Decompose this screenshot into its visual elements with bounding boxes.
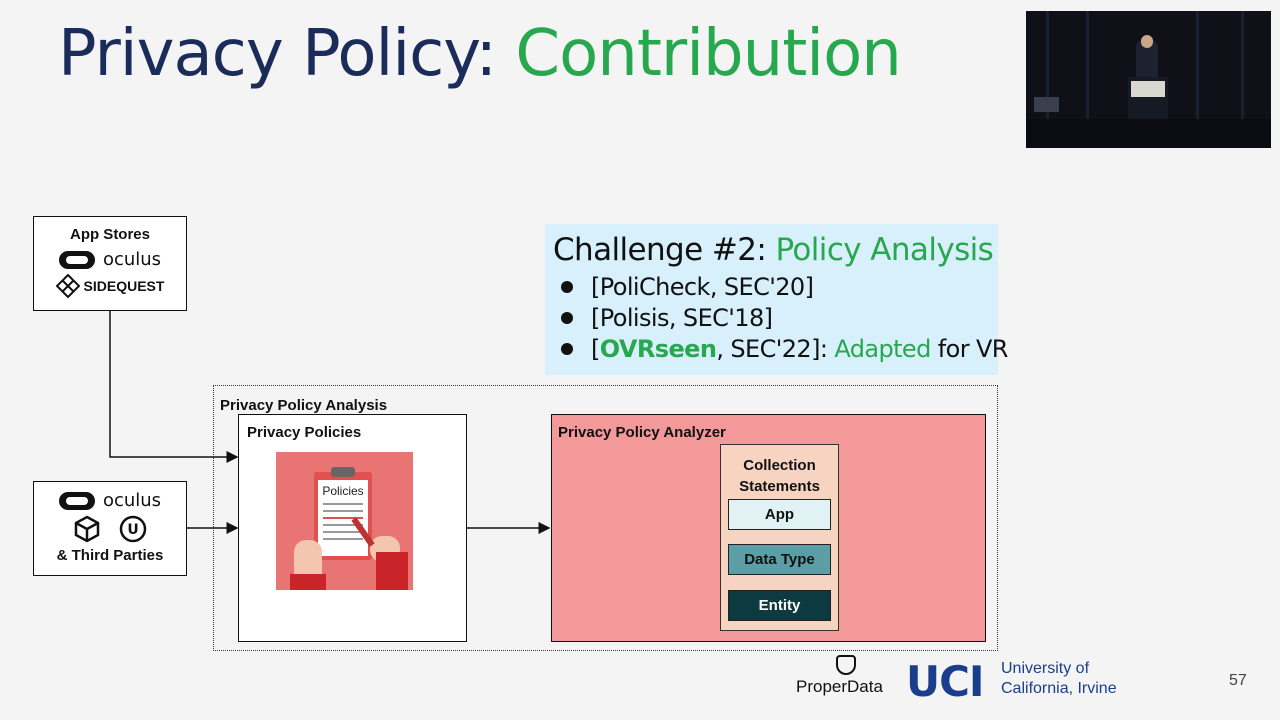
challenge-heading: Challenge #2: Policy Analysis [553,232,994,268]
list-item: [Polisis, SEC'18] [553,303,990,334]
privacy-policies-label: Privacy Policies [247,424,362,441]
curtain-fold [1241,11,1244,148]
challenge-callout: Challenge #2: Policy Analysis [PoliCheck… [545,224,1008,375]
presenter-figure [1136,39,1158,79]
collection-label: Collection Statements [739,457,820,495]
uci-logo: UCI [906,657,985,706]
adapted-text: Adapted [834,335,931,363]
chip-data-type: Data Type [728,544,831,575]
bullet-icon [561,311,573,324]
oculus-text: oculus [102,249,162,270]
page-number: 57 [1229,672,1247,689]
related-work-list: [PoliCheck, SEC'20] [Polisis, SEC'18] [O… [553,272,1008,365]
oculus-icon [58,250,95,269]
app-stores-box: App Stores oculus SIDEQUEST [33,216,187,311]
laptop [1034,97,1059,112]
third-parties-label: & Third Parties [56,547,164,564]
sidequest-text: SIDEQUEST [83,278,165,294]
left-sleeve [290,574,326,590]
ovrseen-name: OVRseen [599,335,717,363]
presenter-video[interactable] [1026,11,1271,148]
title-main: Privacy Policy: [58,17,516,91]
policies-doc-label: Policies [322,484,364,498]
university-name: University of California, Irvine [1001,659,1117,699]
right-sleeve [376,552,408,590]
left-hand [294,540,322,580]
challenge-accent: Policy Analysis [775,232,994,268]
properdata-logo: ProperData [796,677,883,696]
bullet-icon [561,342,573,355]
presenter-head [1141,35,1153,48]
oculus-logo: oculus [34,249,186,270]
svg-text:U: U [127,522,138,538]
university-line-1: University of [1001,660,1090,677]
policy-document: Policies [318,480,368,556]
properdata-shield-icon [836,655,856,675]
chip-app: App [728,499,831,530]
unity-icon [74,515,100,543]
sidequest-logo: SIDEQUEST [34,274,186,298]
text-line [323,524,363,526]
chip-entity: Entity [728,590,831,621]
title-accent: Contribution [515,17,901,91]
third-parties-box: oculus U & Third Parties [33,481,187,576]
list-item-text: [Polisis, SEC'18] [591,304,773,332]
arrow-app-stores-to-policies [109,311,239,463]
list-item-text: [PoliCheck, SEC'20] [591,273,814,301]
podium-sign [1131,81,1165,97]
curtain-fold [1196,11,1199,148]
text-line [323,517,363,519]
analysis-group [213,385,998,651]
policies-illustration: Policies [276,452,413,590]
app-stores-title: App Stores [69,226,150,243]
analyzer-label: Privacy Policy Analyzer [558,424,726,441]
text-line [323,510,363,512]
engine-logos: U [34,515,186,543]
stage-floor [1026,119,1271,148]
text-line [323,538,363,540]
oculus-text: oculus [102,490,162,511]
university-line-2: California, Irvine [1001,680,1117,697]
list-item: [OVRseen, SEC'22]: Adapted for VR [553,334,1008,365]
text-line [323,503,363,505]
list-item: [PoliCheck, SEC'20] [553,272,990,303]
bracket-open: [ [591,335,600,363]
unreal-icon: U [119,515,147,543]
oculus-icon [58,491,95,510]
slide-title: Privacy Policy: Contribution [58,22,902,86]
clipboard-clip [331,467,355,477]
curtain-fold [1046,11,1049,148]
sidequest-icon [55,274,80,298]
bullet-icon [561,280,573,293]
analysis-group-label: Privacy Policy Analysis [220,397,388,414]
item-tail: for VR [930,335,1009,363]
item-mid: , SEC'22]: [716,335,835,363]
curtain-fold [1086,11,1089,148]
text-line [323,531,363,533]
challenge-prefix: Challenge #2: [553,232,776,268]
oculus-logo: oculus [34,490,186,511]
